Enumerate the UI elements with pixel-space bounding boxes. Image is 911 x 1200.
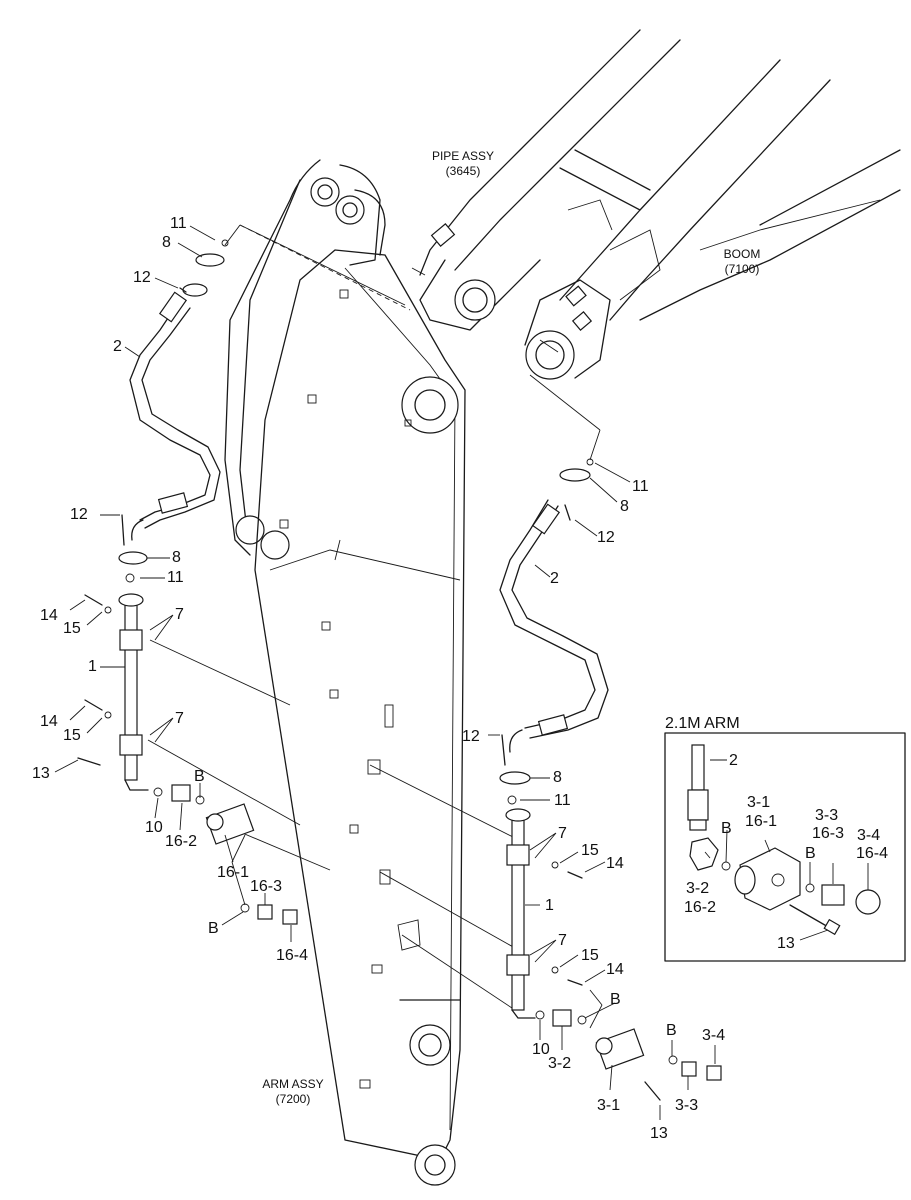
reference-labels: PIPE ASSY (3645) BOOM (7100) ARM ASSY (7… [262, 149, 760, 1106]
callout-1: 1 [88, 658, 97, 675]
callout-2: 2 [550, 570, 559, 587]
callout-8: 8 [620, 498, 629, 515]
callout-3-4: 3-4 [857, 827, 880, 844]
callout-15: 15 [581, 947, 599, 964]
callout-7: 7 [558, 932, 567, 949]
left-pipe-group [77, 239, 298, 925]
callout-10: 10 [532, 1041, 550, 1058]
callout-7: 7 [558, 825, 567, 842]
arm-assy-label: ARM ASSY [262, 1077, 323, 1091]
callout-12: 12 [70, 506, 88, 523]
callout-B: B [721, 820, 732, 837]
callout-11: 11 [554, 792, 571, 809]
callout-16-1: 16-1 [217, 864, 249, 881]
callout-B: B [194, 768, 205, 785]
boom-structure [411, 29, 901, 380]
callout-3-1: 3-1 [747, 794, 770, 811]
callout-3-2: 3-2 [686, 880, 709, 897]
callout-2: 2 [113, 338, 122, 355]
callout-7: 7 [175, 606, 184, 623]
callout-10: 10 [145, 819, 163, 836]
callout-8: 8 [162, 234, 171, 251]
callout-leaders [54, 225, 869, 1120]
callout-15: 15 [63, 727, 81, 744]
callout-B: B [666, 1022, 677, 1039]
callout-3-1: 3-1 [597, 1097, 620, 1114]
callout-16-1: 16-1 [745, 813, 777, 830]
callout-16-3: 16-3 [250, 878, 282, 895]
arm-assy-number: (7200) [276, 1092, 311, 1106]
callout-16-2: 16-2 [165, 833, 197, 850]
boom-number: (7100) [725, 262, 760, 276]
leader-lines [147, 224, 603, 1029]
callout-14: 14 [40, 607, 58, 624]
callout-B: B [208, 920, 219, 937]
callout-8: 8 [553, 769, 562, 786]
callout-13: 13 [777, 935, 795, 952]
inset-title: 2.1M ARM [665, 715, 740, 732]
callout-15: 15 [63, 620, 81, 637]
callout-3-2: 3-2 [548, 1055, 571, 1072]
callout-12: 12 [597, 529, 615, 546]
callout-3-3: 3-3 [675, 1097, 698, 1114]
callout-labels: 11 8 12 2 12 8 11 14 15 7 1 14 15 7 13 B… [32, 215, 888, 1142]
callout-11: 11 [632, 478, 649, 495]
callout-14: 14 [606, 855, 624, 872]
callout-3-3: 3-3 [815, 807, 838, 824]
callout-12: 12 [133, 269, 151, 286]
callout-2: 2 [729, 752, 738, 769]
callout-7: 7 [175, 710, 184, 727]
callout-14: 14 [40, 713, 58, 730]
callout-12: 12 [462, 728, 480, 745]
callout-1: 1 [545, 897, 554, 914]
arm-structure [224, 159, 466, 1186]
pipe-assy-label: PIPE ASSY [432, 149, 494, 163]
right-pipe-group [499, 458, 722, 1101]
callout-3-4: 3-4 [702, 1027, 725, 1044]
callout-16-3: 16-3 [812, 825, 844, 842]
callout-11: 11 [170, 215, 187, 232]
boom-label: BOOM [724, 247, 761, 261]
pipe-assy-number: (3645) [446, 164, 481, 178]
callout-11: 11 [167, 569, 184, 586]
callout-B: B [805, 845, 816, 862]
callout-13: 13 [650, 1125, 668, 1142]
callout-16-4: 16-4 [856, 845, 888, 862]
callout-16-2: 16-2 [684, 899, 716, 916]
callout-16-4: 16-4 [276, 947, 308, 964]
callout-13: 13 [32, 765, 50, 782]
callout-14: 14 [606, 961, 624, 978]
callout-8: 8 [172, 549, 181, 566]
callout-15: 15 [581, 842, 599, 859]
callout-B: B [610, 991, 621, 1008]
